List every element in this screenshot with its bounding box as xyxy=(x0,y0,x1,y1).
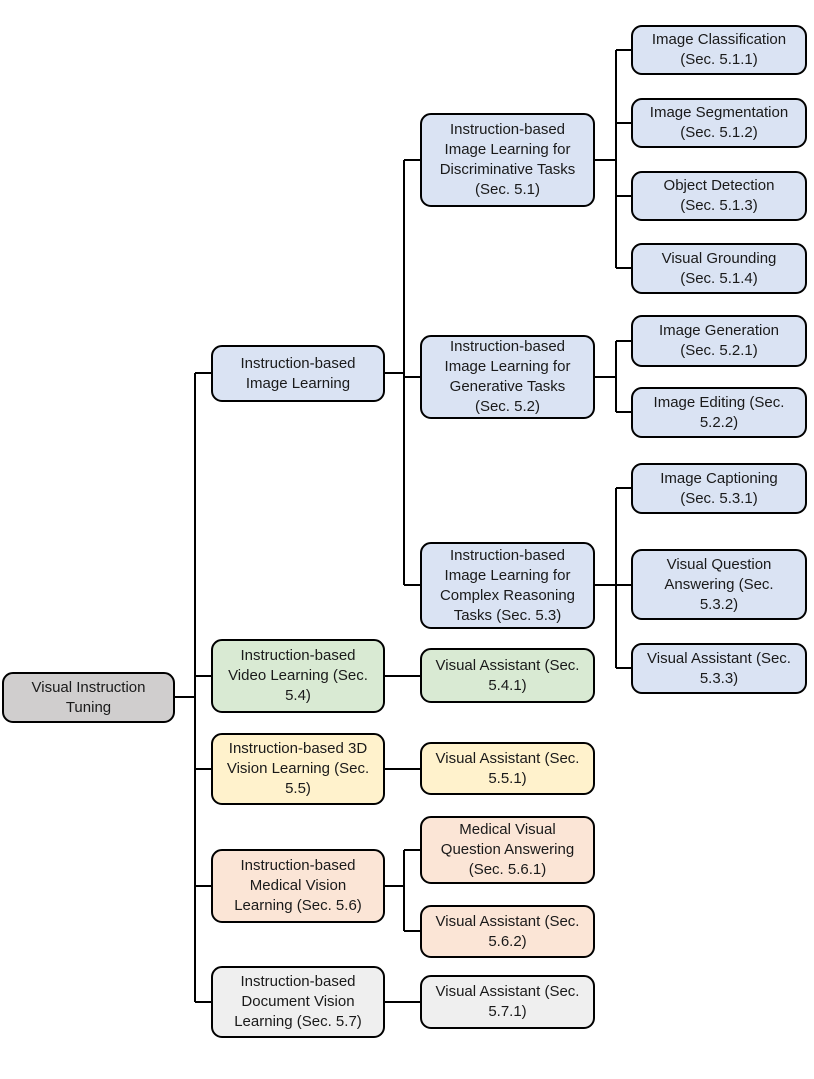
node-medical-vision-learning: Instruction-based Medical Vision Learnin… xyxy=(211,849,385,923)
node-image-learning: Instruction-based Image Learning xyxy=(211,345,385,402)
node-image-generation: Image Generation (Sec. 5.2.1) xyxy=(631,315,807,367)
node-video-learning: Instruction-based Video Learning (Sec. 5… xyxy=(211,639,385,713)
node-visual-instruction-tuning: Visual Instruction Tuning xyxy=(2,672,175,723)
node-object-detection: Object Detection (Sec. 5.1.3) xyxy=(631,171,807,221)
node-image-segmentation: Image Segmentation (Sec. 5.1.2) xyxy=(631,98,807,148)
node-visual-question-answering: Visual Question Answering (Sec. 5.3.2) xyxy=(631,549,807,620)
node-medical-vqa: Medical Visual Question Answering (Sec. … xyxy=(420,816,595,884)
node-visual-assistant-5-3-3: Visual Assistant (Sec. 5.3.3) xyxy=(631,643,807,694)
node-visual-assistant-5-5-1: Visual Assistant (Sec. 5.5.1) xyxy=(420,742,595,795)
node-discriminative-tasks: Instruction-based Image Learning for Dis… xyxy=(420,113,595,207)
node-3d-vision-learning: Instruction-based 3D Vision Learning (Se… xyxy=(211,733,385,805)
node-generative-tasks: Instruction-based Image Learning for Gen… xyxy=(420,335,595,419)
node-image-editing: Image Editing (Sec. 5.2.2) xyxy=(631,387,807,438)
node-visual-grounding: Visual Grounding (Sec. 5.1.4) xyxy=(631,243,807,294)
node-image-captioning: Image Captioning (Sec. 5.3.1) xyxy=(631,463,807,514)
node-complex-reasoning-tasks: Instruction-based Image Learning for Com… xyxy=(420,542,595,629)
node-document-vision-learning: Instruction-based Document Vision Learni… xyxy=(211,966,385,1038)
node-image-classification: Image Classification (Sec. 5.1.1) xyxy=(631,25,807,75)
node-visual-assistant-5-4-1: Visual Assistant (Sec. 5.4.1) xyxy=(420,648,595,703)
node-visual-assistant-5-7-1: Visual Assistant (Sec. 5.7.1) xyxy=(420,975,595,1029)
node-visual-assistant-5-6-2: Visual Assistant (Sec. 5.6.2) xyxy=(420,905,595,958)
